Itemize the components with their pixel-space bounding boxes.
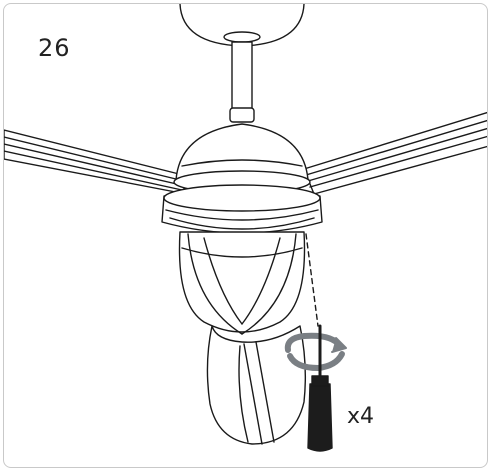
rotation-arrow-icon xyxy=(284,332,347,371)
alignment-guide xyxy=(305,233,319,327)
light-kit-ring xyxy=(161,184,323,234)
glass-shade xyxy=(178,231,306,335)
ceiling-fan-illustration xyxy=(4,4,487,452)
step-number: 26 xyxy=(38,34,71,62)
screwdriver-icon xyxy=(307,324,333,452)
downrod xyxy=(229,41,255,123)
right-blade xyxy=(303,111,487,195)
canopy xyxy=(179,4,305,47)
left-blade xyxy=(4,129,187,195)
motor-housing xyxy=(173,123,311,194)
screw-quantity-label: x4 xyxy=(347,404,375,429)
switch-housing xyxy=(206,325,307,445)
instruction-panel: 26 x4 xyxy=(3,3,488,468)
